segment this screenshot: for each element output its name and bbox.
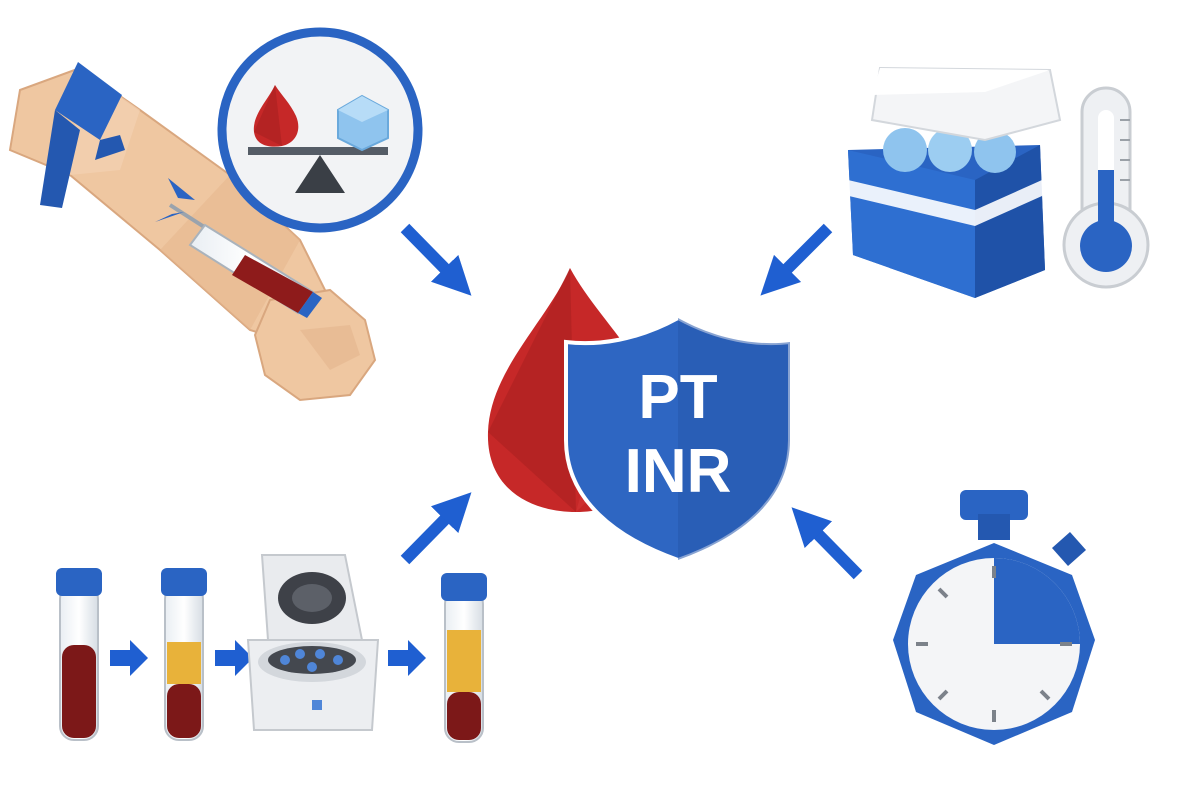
process-arrow-1 xyxy=(110,640,148,676)
centrifuge-icon xyxy=(246,554,380,731)
blood-ice-balance-icon xyxy=(217,27,423,233)
tube-whole-blood xyxy=(56,568,102,741)
thermometer-icon xyxy=(1062,86,1150,289)
process-arrow-3 xyxy=(388,640,426,676)
arrow-balance-to-center xyxy=(400,223,472,296)
flow-arrows xyxy=(400,223,863,580)
elapsed-wedge xyxy=(994,558,1080,644)
stopwatch-icon xyxy=(893,490,1095,745)
process-arrow-2 xyxy=(215,640,253,676)
syringe-icon xyxy=(155,178,322,318)
tube-plasma xyxy=(441,573,487,743)
cooler-thermometer-icon xyxy=(848,66,1150,298)
tubes-centrifuge-icon xyxy=(56,554,487,743)
center-label-inr: INR xyxy=(625,437,732,506)
tube-separated xyxy=(161,568,207,741)
arrow-centrifuge-to-center xyxy=(400,492,472,565)
arrow-stopwatch-to-center xyxy=(791,507,863,580)
arrow-cooler-to-center xyxy=(760,223,833,296)
tourniquet-band xyxy=(55,62,122,140)
arm-blood-draw-icon xyxy=(8,62,377,402)
center-emblem: PT INR xyxy=(487,268,792,563)
center-label-pt: PT xyxy=(638,363,717,432)
